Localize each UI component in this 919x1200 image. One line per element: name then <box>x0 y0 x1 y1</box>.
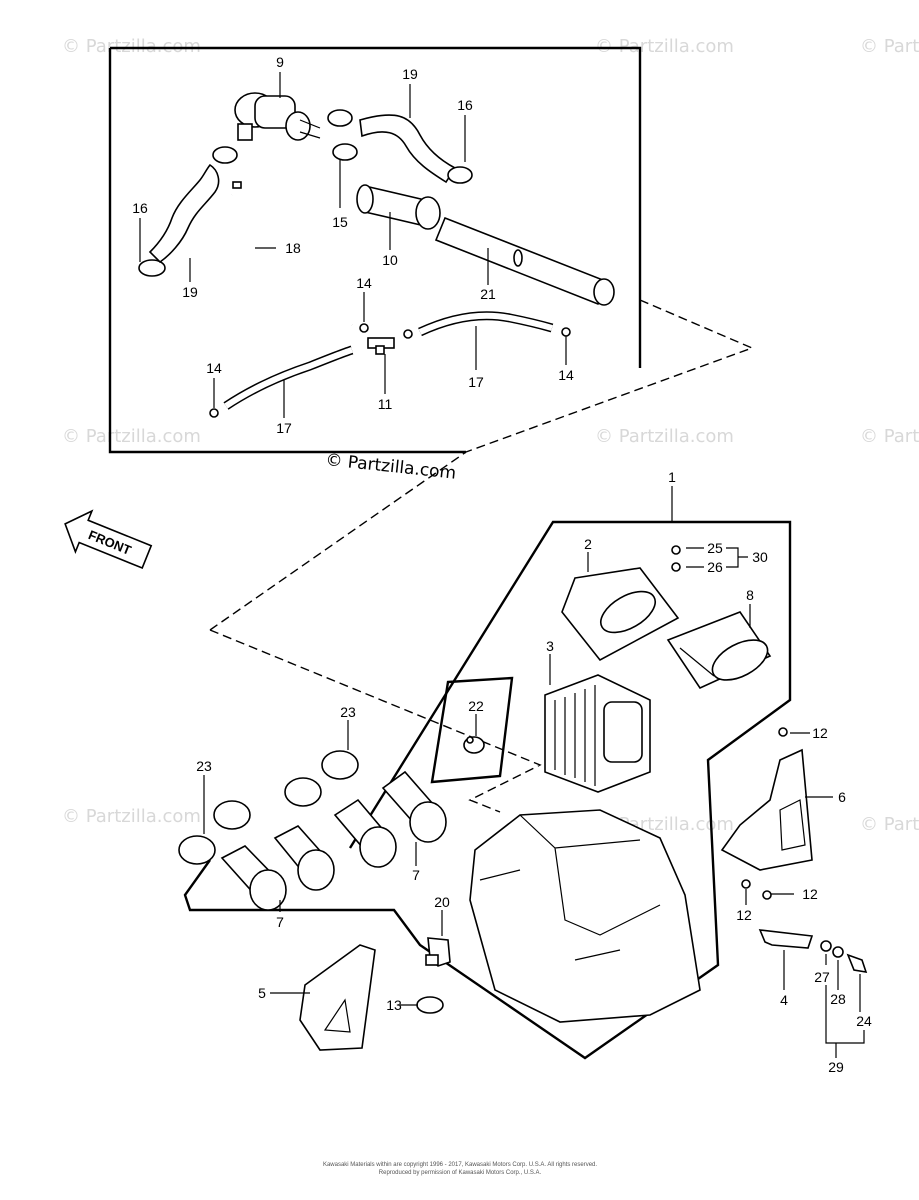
callout-23: 23 <box>340 704 356 720</box>
part-12-screw <box>778 727 788 737</box>
callout-11: 11 <box>378 396 393 412</box>
watermark-text: © Partzilla.com <box>595 36 734 57</box>
part-21-tube <box>434 216 615 306</box>
callout-26: 26 <box>707 559 723 575</box>
watermark-text: © Partzilla.com <box>62 426 201 447</box>
part-14-cap <box>403 329 413 339</box>
callout-29: 29 <box>828 1059 844 1075</box>
callout-10: 10 <box>382 252 398 268</box>
watermark-text: © Partzilla.com <box>595 426 734 447</box>
clamp-icon <box>138 259 166 277</box>
part-23-o-rings <box>178 750 359 865</box>
callout-12: 12 <box>812 725 828 741</box>
callout-12: 12 <box>736 907 752 923</box>
copyright-line-1: Kawasaki Materials within are copyright … <box>323 1162 597 1168</box>
lower-leader-lines <box>203 486 865 1058</box>
part-6-mounting-bracket <box>720 748 813 871</box>
part-9-valve <box>234 92 321 141</box>
callout-18: 18 <box>285 240 301 256</box>
clamp-icon <box>332 143 358 161</box>
upper-assembly-frame <box>108 46 642 454</box>
part-3-filter-element <box>544 674 651 793</box>
watermark-layer: © Partzilla.com © Partzilla.com © Partzi… <box>62 36 919 835</box>
callout-27: 27 <box>814 969 830 985</box>
watermark-text: © Partzilla.com <box>860 36 919 57</box>
callout-21: 21 <box>480 286 496 302</box>
part-26-washer <box>671 562 681 572</box>
part-19-hose-upper <box>359 114 457 184</box>
callout-12: 12 <box>802 886 818 902</box>
callout-13: 13 <box>386 997 402 1013</box>
part-12-screw <box>741 879 751 889</box>
watermark-text: © Partzilla.com <box>62 806 201 827</box>
callout-17: 17 <box>468 374 484 390</box>
callout-25: 25 <box>707 540 723 556</box>
callout-14: 14 <box>206 360 222 376</box>
hardware-dot <box>466 736 474 744</box>
part-10-canister <box>356 184 441 230</box>
callout-5: 5 <box>258 985 266 1001</box>
part-24-bolt <box>846 953 868 974</box>
callout-4: 4 <box>780 992 788 1008</box>
callout-1: 1 <box>668 469 676 485</box>
callout-8: 8 <box>746 587 754 603</box>
part-12-screw <box>762 890 772 900</box>
clamp-icon <box>447 166 473 184</box>
watermark-text: © Partzilla.com <box>860 426 919 447</box>
part-14-cap <box>209 408 219 418</box>
callout-16: 16 <box>132 200 148 216</box>
callout-23: 23 <box>196 758 212 774</box>
part-14-cap <box>561 327 571 337</box>
part-25-screw <box>671 545 681 555</box>
part-27-washer <box>820 940 832 952</box>
callout-17: 17 <box>276 420 292 436</box>
callout-7: 7 <box>412 867 420 883</box>
part-28-washer <box>832 946 844 958</box>
part-19-hose-lower <box>148 163 220 264</box>
lower-frame-dashed-edge <box>209 451 542 813</box>
callout-7: 7 <box>276 914 284 930</box>
callout-6: 6 <box>838 789 846 805</box>
part-14-cap <box>359 323 369 333</box>
watermark-text: © Partzilla.com <box>62 36 201 57</box>
front-direction-arrow: FRONT <box>64 509 153 570</box>
clamp-icon <box>327 109 353 127</box>
part-small-fitting <box>232 181 242 189</box>
callout-22: 22 <box>468 698 484 714</box>
clamp-icon <box>212 146 238 164</box>
part-11-t-fitting <box>367 337 395 355</box>
callout-28: 28 <box>830 991 846 1007</box>
callout-24: 24 <box>856 1013 872 1029</box>
callout-3: 3 <box>546 638 554 654</box>
part-4-stay <box>758 929 814 949</box>
callout-20: 20 <box>434 894 450 910</box>
callout-15: 15 <box>332 214 348 230</box>
part-20-drain-elbow <box>425 937 451 967</box>
part-1-air-cleaner-case <box>469 809 701 1023</box>
part-13-o-ring <box>416 996 444 1014</box>
part-2-inlet-cover <box>561 567 680 662</box>
part-8-element-holder <box>666 611 772 690</box>
callout-30: 30 <box>752 549 768 565</box>
partzilla-watermark: © Partzilla.com <box>324 450 457 484</box>
copyright-line-2: Reproduced by permission of Kawasaki Mot… <box>379 1170 542 1176</box>
callout-19: 19 <box>402 66 418 82</box>
callout-9: 9 <box>276 54 284 70</box>
callout-14: 14 <box>558 367 574 383</box>
callout-19: 19 <box>182 284 198 300</box>
part-7-carburetor-holders <box>220 770 447 911</box>
callout-14: 14 <box>356 275 372 291</box>
part-5-side-bracket <box>299 944 376 1051</box>
watermark-text: © Partzilla.com <box>860 814 919 835</box>
callout-2: 2 <box>584 536 592 552</box>
upper-frame-dashed-edge <box>465 48 754 453</box>
part-22-callout-box <box>430 676 514 784</box>
upper-leader-lines <box>139 72 567 418</box>
lower-assembly-frame <box>183 520 792 1060</box>
callout-16: 16 <box>457 97 473 113</box>
